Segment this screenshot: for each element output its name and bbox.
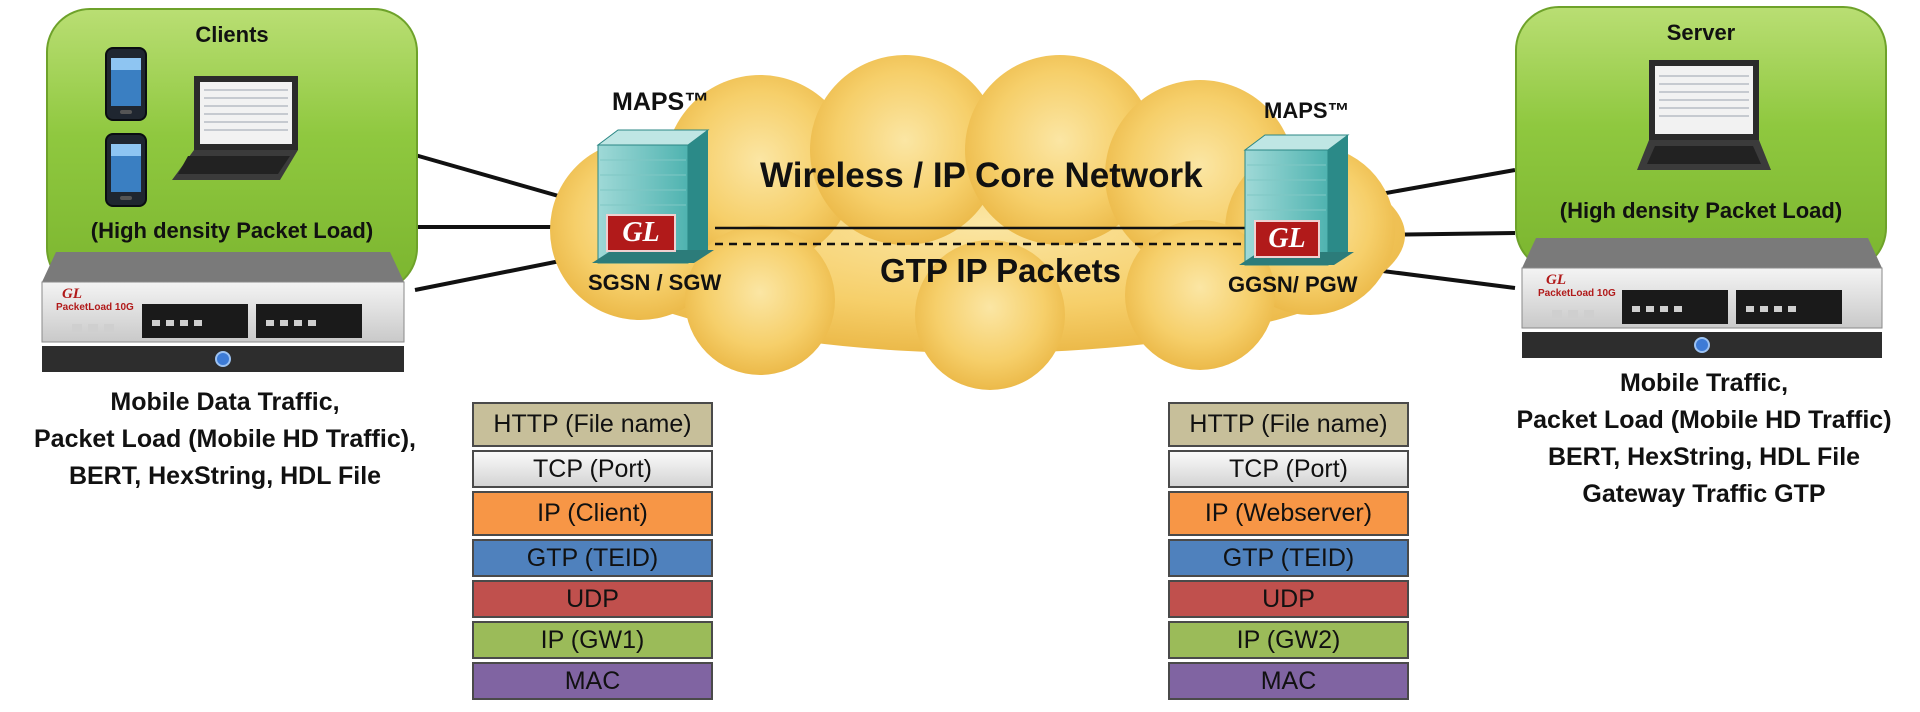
clients-load-label: (High density Packet Load) xyxy=(90,218,374,243)
appliance-model: PacketLoad 10G xyxy=(56,302,134,313)
sgsn-sgw-label: SGSN / SGW xyxy=(588,270,722,295)
protocol-layer: IP (Webserver) xyxy=(1168,491,1409,536)
server-caption: Mobile Traffic, Packet Load (Mobile HD T… xyxy=(1488,365,1920,513)
caption-line: BERT, HexString, HDL File xyxy=(1547,443,1861,471)
protocol-layer: UDP xyxy=(1168,580,1409,618)
layer-label: TCP (Port) xyxy=(1229,454,1348,483)
clients-caption: Mobile Data Traffic, Packet Load (Mobile… xyxy=(0,384,450,495)
gl-logo-text: GL xyxy=(1268,223,1306,254)
layer-label: UDP xyxy=(566,584,619,613)
laptop-icon xyxy=(1637,60,1771,170)
server-panel: Server (High density Packet Load) xyxy=(1515,6,1887,272)
appliance-model: PacketLoad 10G xyxy=(1538,288,1616,299)
cloud-title: Wireless / IP Core Network xyxy=(760,156,1203,195)
protocol-layer: IP (Client) xyxy=(472,491,713,536)
layer-label: MAC xyxy=(564,666,621,695)
protocol-layer: GTP (TEID) xyxy=(472,539,713,577)
caption-line: Packet Load (Mobile HD Traffic) xyxy=(1516,406,1892,434)
server-load-label: (High density Packet Load) xyxy=(1559,198,1843,223)
protocol-layer: GTP (TEID) xyxy=(1168,539,1409,577)
layer-label: GTP (TEID) xyxy=(1222,543,1355,572)
caption-line: Gateway Traffic GTP xyxy=(1582,480,1826,508)
layer-label: GTP (TEID) xyxy=(526,543,659,572)
core-network-cloud xyxy=(550,55,1405,390)
maps-label: MAPS™ xyxy=(1264,98,1350,123)
caption-line: Mobile Traffic, xyxy=(1619,369,1789,397)
layer-label: HTTP (File name) xyxy=(493,410,692,438)
layer-label: IP (Webserver) xyxy=(1204,499,1373,527)
server-title: Server xyxy=(1666,20,1736,45)
protocol-layer: HTTP (File name) xyxy=(1168,402,1409,447)
maps-label: MAPS™ xyxy=(612,88,710,116)
cloud-subtitle: GTP IP Packets xyxy=(880,252,1121,289)
clients-title: Clients xyxy=(195,22,269,47)
layer-label: MAC xyxy=(1260,666,1317,695)
caption-line: Mobile Data Traffic, xyxy=(110,388,340,416)
protocol-layer: HTTP (File name) xyxy=(472,402,713,447)
packetload-appliance: GL PacketLoad 10G xyxy=(38,246,408,376)
protocol-layer: UDP xyxy=(472,580,713,618)
packetload-appliance: GL PacketLoad 10G xyxy=(1518,232,1886,362)
gl-logo-badge: GL xyxy=(606,214,676,252)
protocol-layer: TCP (Port) xyxy=(1168,450,1409,488)
clients-panel: Clients (High density Packet Load) xyxy=(46,8,418,292)
layer-label: UDP xyxy=(1262,584,1315,613)
layer-label: IP (GW1) xyxy=(540,625,645,654)
ggsn-pgw-label: GGSN/ PGW xyxy=(1228,272,1358,297)
caption-line: BERT, HexString, HDL File xyxy=(68,462,382,490)
gl-logo-text: GL xyxy=(622,217,660,248)
layer-label: IP (Client) xyxy=(537,499,648,527)
gl-logo-badge: GL xyxy=(1254,220,1320,258)
layer-label: IP (GW2) xyxy=(1236,625,1341,654)
caption-line: Packet Load (Mobile HD Traffic), xyxy=(33,425,416,453)
smartphone-icon xyxy=(105,133,147,207)
laptop-icon xyxy=(172,76,298,180)
right-protocol-stack: HTTP (File name) TCP (Port) IP (Webserve… xyxy=(1168,402,1413,703)
appliance-logo: GL xyxy=(62,286,82,302)
appliance-logo: GL xyxy=(1546,272,1566,288)
layer-label: HTTP (File name) xyxy=(1189,410,1388,438)
layer-label: TCP (Port) xyxy=(533,454,652,483)
protocol-layer: MAC xyxy=(472,662,713,700)
protocol-layer: TCP (Port) xyxy=(472,450,713,488)
protocol-layer: IP (GW1) xyxy=(472,621,713,659)
rack-chassis xyxy=(41,252,405,372)
rack-chassis xyxy=(1521,238,1883,358)
left-protocol-stack: HTTP (File name) TCP (Port) IP (Client) … xyxy=(472,402,717,703)
protocol-layer: IP (GW2) xyxy=(1168,621,1409,659)
smartphone-icon xyxy=(105,47,147,121)
protocol-layer: MAC xyxy=(1168,662,1409,700)
